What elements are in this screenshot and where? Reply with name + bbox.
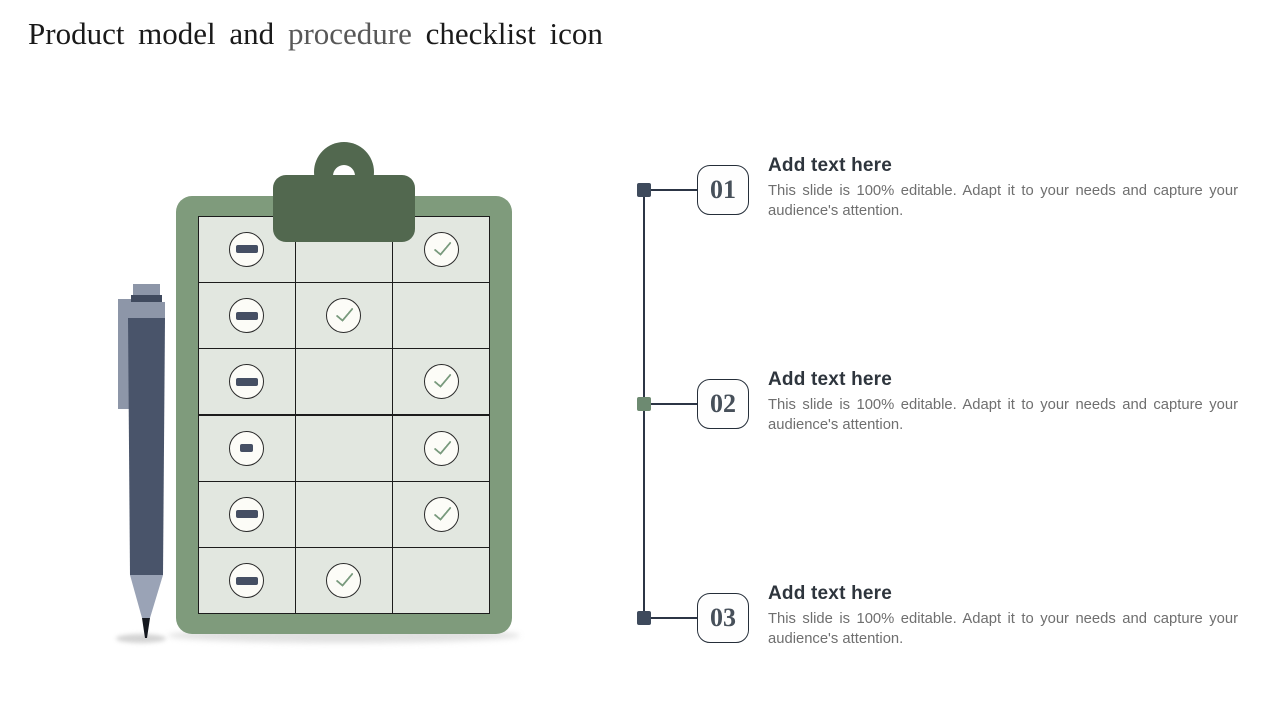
timeline-number-badge: 03 (697, 593, 749, 643)
pen-shadow (116, 634, 166, 643)
timeline-text-block: Add text here This slide is 100% editabl… (768, 155, 1238, 221)
clipboard-clip-tab (273, 175, 415, 242)
checklist-cell (199, 283, 295, 349)
timeline-description: This slide is 100% editable. Adapt it to… (768, 183, 1238, 219)
timeline-number: 02 (710, 389, 736, 418)
timeline-number-badge: 01 (697, 165, 749, 215)
timeline-marker (637, 397, 651, 411)
checklist-cell (393, 481, 489, 547)
title-part-3: checklist icon (411, 16, 603, 51)
cell-state-icon (240, 444, 254, 453)
timeline-connector (651, 403, 697, 405)
checkbox-circle (229, 298, 265, 334)
timeline-marker (637, 183, 651, 197)
timeline-item-02: 02 Add text here This slide is 100% edit… (630, 369, 1252, 464)
checkbox-circle (326, 298, 362, 334)
checklist-cell (393, 349, 489, 415)
checkbox-circle (229, 430, 265, 466)
timeline-description: This slide is 100% editable. Adapt it to… (768, 397, 1238, 433)
cell-state-icon (433, 501, 452, 521)
checklist-cell (296, 548, 392, 613)
title-part-highlighted: procedure (287, 16, 412, 51)
checklist-cell (393, 548, 489, 613)
pen-illustration (118, 284, 165, 638)
cell-state-icon (235, 377, 258, 386)
cell-state-icon (235, 311, 258, 320)
checklist-cell (296, 283, 392, 349)
timeline-marker (637, 611, 651, 625)
checkbox-circle (423, 430, 459, 466)
checkbox-circle (423, 231, 459, 267)
cell-state-icon (235, 510, 258, 519)
checklist-cell (393, 415, 489, 481)
cell-state-icon (235, 245, 258, 254)
checkbox-circle (423, 496, 459, 532)
checkbox-circle (229, 364, 265, 400)
checklist-cell (199, 548, 295, 613)
checklist-cell (199, 349, 295, 415)
timeline-text-block: Add text here This slide is 100% editabl… (768, 583, 1238, 649)
timeline-heading: Add text here (768, 583, 893, 604)
timeline-number: 01 (710, 175, 736, 204)
checkbox-circle (229, 563, 265, 599)
cell-state-icon (433, 435, 452, 455)
checklist-cell (393, 283, 489, 349)
timeline-text-block: Add text here This slide is 100% editabl… (768, 369, 1238, 435)
timeline-number-badge: 02 (697, 379, 749, 429)
timeline-description: This slide is 100% editable. Adapt it to… (768, 611, 1238, 647)
title-part-1: Product model and (28, 16, 288, 51)
checklist-cell (199, 481, 295, 547)
clipboard-frame (176, 196, 512, 634)
checklist-cell (199, 415, 295, 481)
checklist-grid (198, 216, 490, 614)
page-title: Product model and procedure checklist ic… (28, 16, 603, 52)
checklist-cell (296, 415, 392, 481)
checkbox-circle (326, 563, 362, 599)
checklist-cell (296, 349, 392, 415)
timeline-connector (651, 617, 697, 619)
timeline-item-01: 01 Add text here This slide is 100% edit… (630, 155, 1252, 250)
checkbox-circle (229, 496, 265, 532)
timeline-heading: Add text here (768, 155, 893, 176)
checkbox-circle (423, 364, 459, 400)
timeline-item-03: 03 Add text here This slide is 100% edit… (630, 583, 1252, 678)
cell-state-icon (336, 568, 355, 588)
cell-state-icon (235, 576, 258, 585)
timeline-number: 03 (710, 603, 736, 632)
timeline-heading: Add text here (768, 369, 893, 390)
checkbox-circle (229, 231, 265, 267)
cell-state-icon (336, 303, 355, 323)
cell-state-icon (433, 237, 452, 256)
checklist-cell (296, 481, 392, 547)
cell-state-icon (433, 369, 452, 389)
timeline-connector (651, 189, 697, 191)
